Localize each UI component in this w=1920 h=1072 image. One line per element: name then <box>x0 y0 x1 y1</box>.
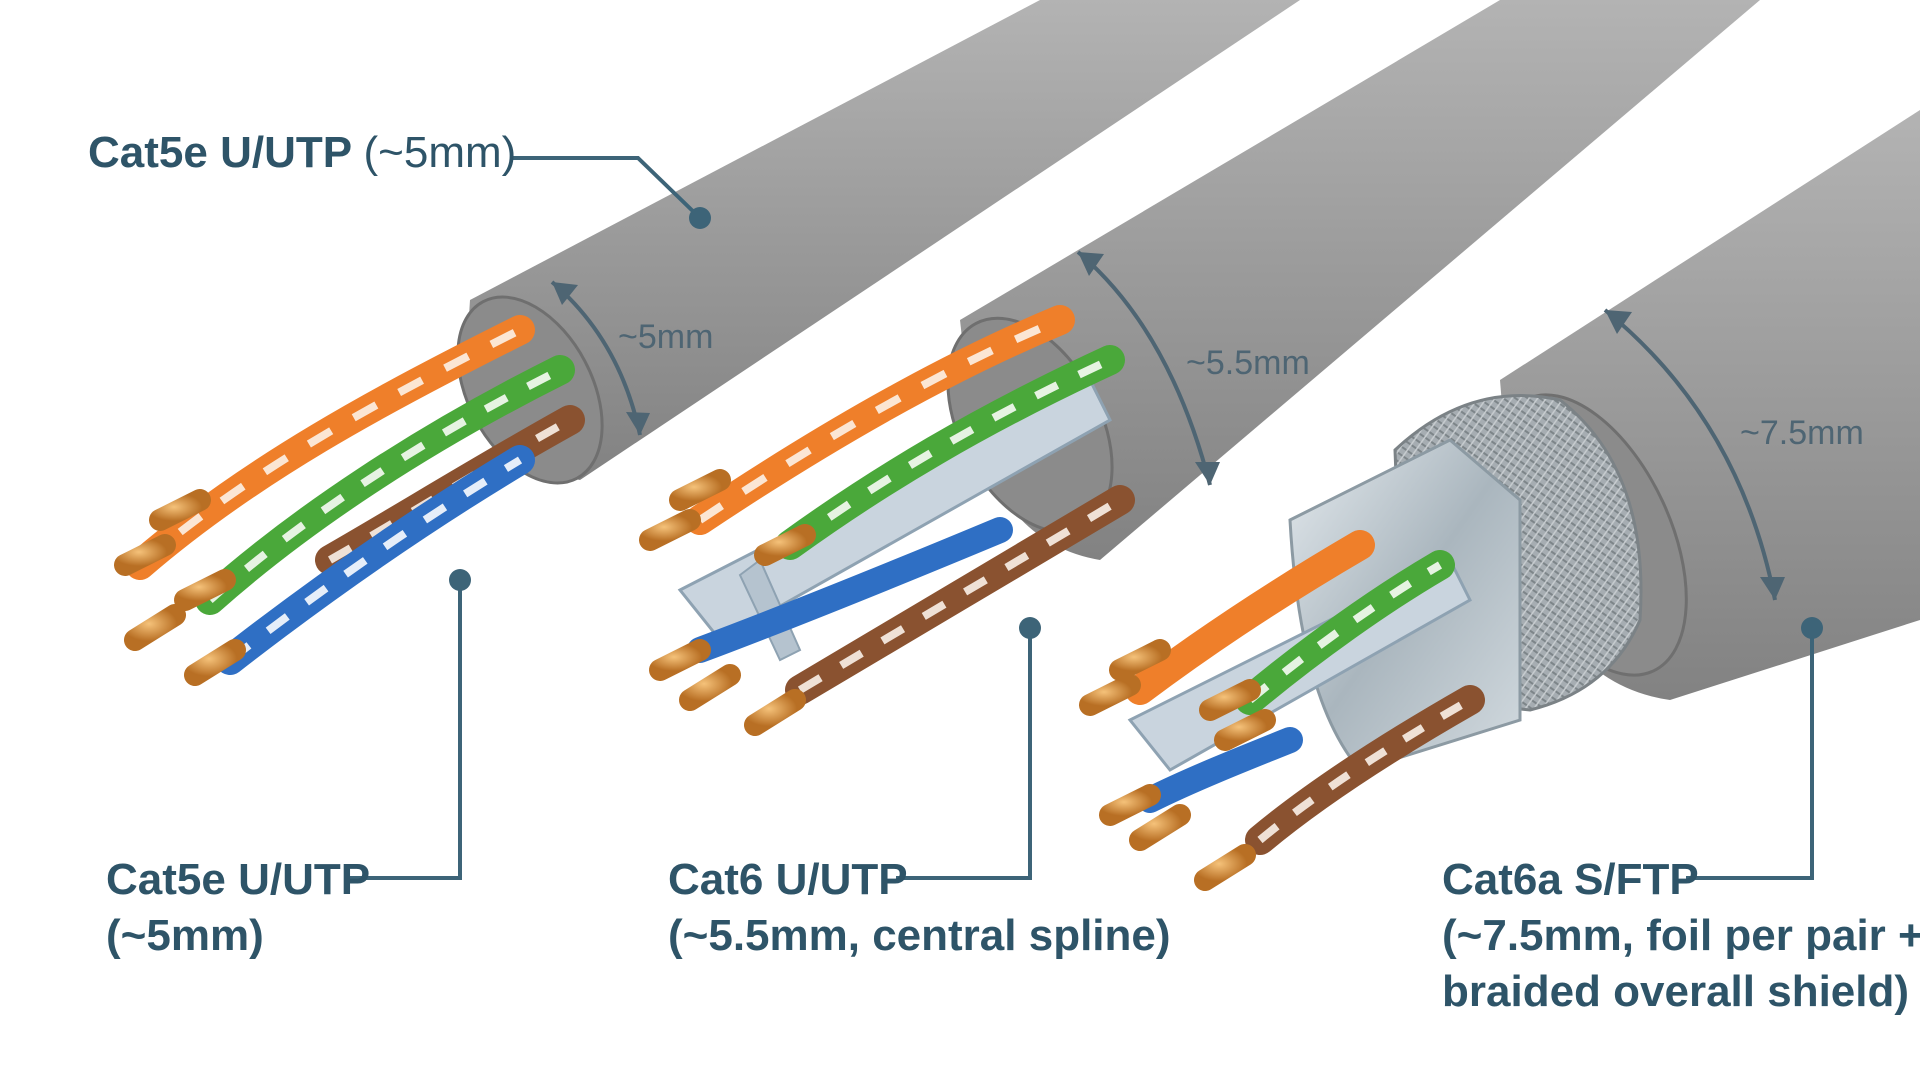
top-callout-subtitle: (~5mm) <box>363 128 517 177</box>
cat6a-copper-ends <box>1079 639 1276 891</box>
cat5e-orange-pair <box>125 315 535 580</box>
cat6a-blue-pair <box>1137 727 1303 813</box>
cat6-green-pair <box>775 345 1125 560</box>
cat6-label: Cat6 U/UTP (~5.5mm, central spline) <box>668 852 1171 964</box>
cat6a-label-detail: (~7.5mm, foil per pair + <box>1442 911 1920 960</box>
cat6a-label-detail-2: braided overall shield) <box>1442 967 1910 1016</box>
top-callout-label: Cat5e U/UTP (~5mm) <box>88 128 516 178</box>
cat6a-label: Cat6a S/FTP (~7.5mm, foil per pair + bra… <box>1442 852 1920 1020</box>
cat6a-orange-pair <box>1125 530 1375 705</box>
cat5e-jacket <box>469 0 1301 480</box>
cat5e-leader-line <box>350 580 462 880</box>
cat5e-copper-ends <box>114 489 246 686</box>
cat6a-cable <box>1079 110 1920 891</box>
cat6-leader-line <box>896 628 1032 880</box>
cat6a-label-title: Cat6a S/FTP <box>1442 855 1699 904</box>
cat5e-dimension-label: ~5mm <box>618 318 714 356</box>
cat6a-dimension-label: ~7.5mm <box>1740 414 1864 452</box>
cat6a-green-pair <box>1235 550 1455 715</box>
cat6-label-detail: (~5.5mm, central spline) <box>668 911 1171 960</box>
cat6-brown-pair <box>785 485 1135 705</box>
cat6-jacket <box>960 0 1760 560</box>
cat5e-label-title: Cat5e U/UTP <box>106 855 371 904</box>
cat5e-label-detail: (~5mm) <box>106 911 264 960</box>
cat5e-cable <box>114 0 1301 686</box>
cat6-dimension-arc <box>1076 250 1212 486</box>
leader-lines <box>350 156 1823 880</box>
top-callout-title: Cat5e U/UTP <box>88 128 352 177</box>
cat6-copper-ends <box>639 469 816 736</box>
cat6a-dimension-arc <box>1603 308 1777 601</box>
cat6-cable <box>639 0 1760 736</box>
dimension-arcs <box>550 250 1785 601</box>
top-leader-line <box>512 156 702 220</box>
cat6-dimension-label: ~5.5mm <box>1186 344 1310 382</box>
cat6-label-title: Cat6 U/UTP <box>668 855 908 904</box>
cat6a-leader-line <box>1686 628 1814 880</box>
cat5e-label: Cat5e U/UTP (~5mm) <box>106 852 370 964</box>
cat6-blue-pair <box>687 517 1013 663</box>
